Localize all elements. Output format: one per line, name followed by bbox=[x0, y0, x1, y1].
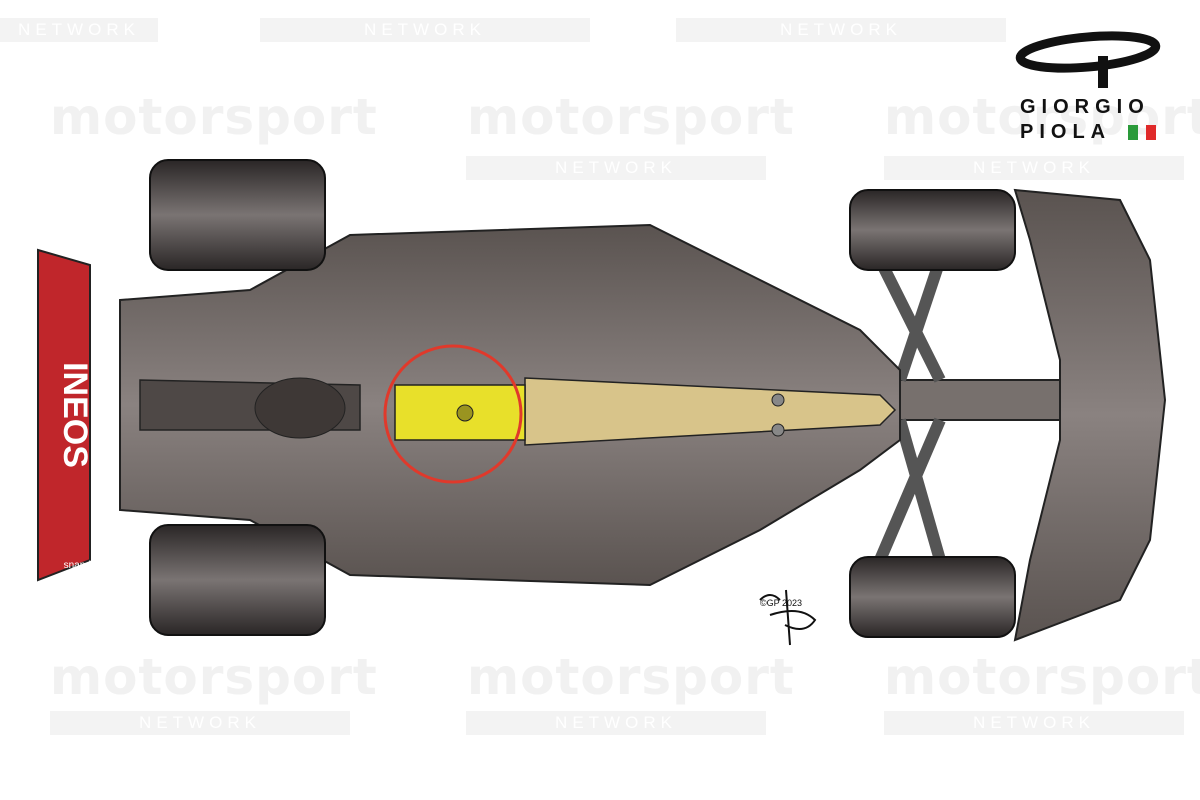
giorgio-piola-logo: GIORGIO PIOLA bbox=[1010, 28, 1170, 143]
front-wing bbox=[1013, 188, 1167, 642]
watermark-text: motorsport bbox=[884, 648, 1200, 706]
watermark-network: NETWORK bbox=[676, 18, 1006, 42]
nose bbox=[879, 379, 1061, 421]
watermark-text: motorsport bbox=[50, 88, 378, 146]
signature-text: ©GP 2023 bbox=[760, 598, 802, 608]
logo-line2: PIOLA bbox=[1020, 121, 1112, 143]
plank-fixing bbox=[771, 423, 785, 437]
rear-wing bbox=[37, 248, 91, 582]
flag-red bbox=[1146, 125, 1156, 140]
flag-green bbox=[1128, 125, 1138, 140]
watermark-network: NETWORK bbox=[260, 18, 590, 42]
plank-fixing bbox=[771, 393, 785, 407]
watermark-text: motorsport bbox=[467, 648, 795, 706]
gp-logo-mark bbox=[1015, 31, 1161, 88]
diffuser-fairing bbox=[254, 377, 346, 439]
watermark-network: NETWORK bbox=[466, 156, 766, 180]
front-left-tyre bbox=[849, 189, 1016, 271]
watermark-text: motorsport bbox=[50, 648, 378, 706]
front-right-tyre bbox=[849, 556, 1016, 638]
artist-signature bbox=[759, 589, 817, 646]
watermark-network: NETWORK bbox=[884, 156, 1184, 180]
sponsor-ineos: INEOS bbox=[56, 362, 94, 468]
watermark-network: NETWORK bbox=[466, 711, 766, 735]
watermark-network: NETWORK bbox=[884, 711, 1184, 735]
watermark-network: NETWORK bbox=[50, 711, 350, 735]
logo-line1: GIORGIO bbox=[1020, 96, 1150, 118]
highlight-circle bbox=[383, 344, 523, 484]
watermark-network: NETWORK bbox=[0, 18, 158, 42]
suspension-arms bbox=[874, 257, 946, 563]
sponsor-snapdragon: snapdragon bbox=[64, 560, 117, 571]
watermark-text: motorsport bbox=[467, 88, 795, 146]
rear-left-tyre bbox=[149, 159, 326, 271]
rear-right-tyre bbox=[149, 524, 326, 636]
plank-fixing bbox=[456, 404, 474, 422]
